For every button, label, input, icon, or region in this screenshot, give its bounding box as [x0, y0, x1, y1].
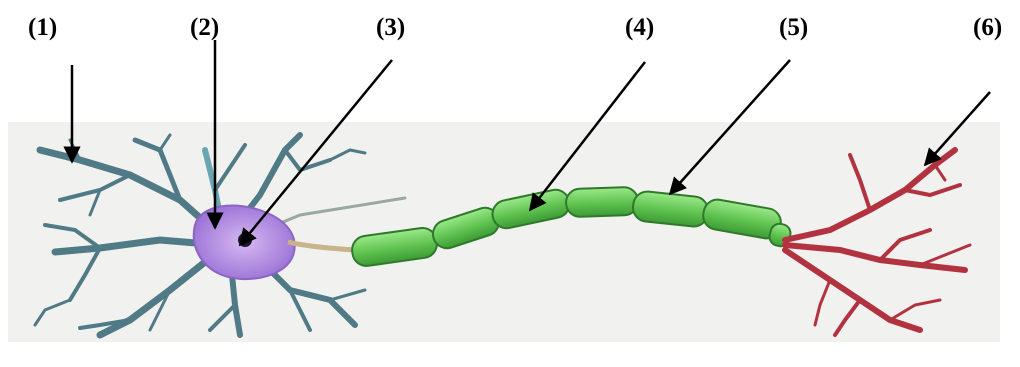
neuron-illustration — [0, 0, 1020, 367]
neuron-diagram: (1) (2) (3) (4) (5) (6) — [0, 0, 1020, 367]
